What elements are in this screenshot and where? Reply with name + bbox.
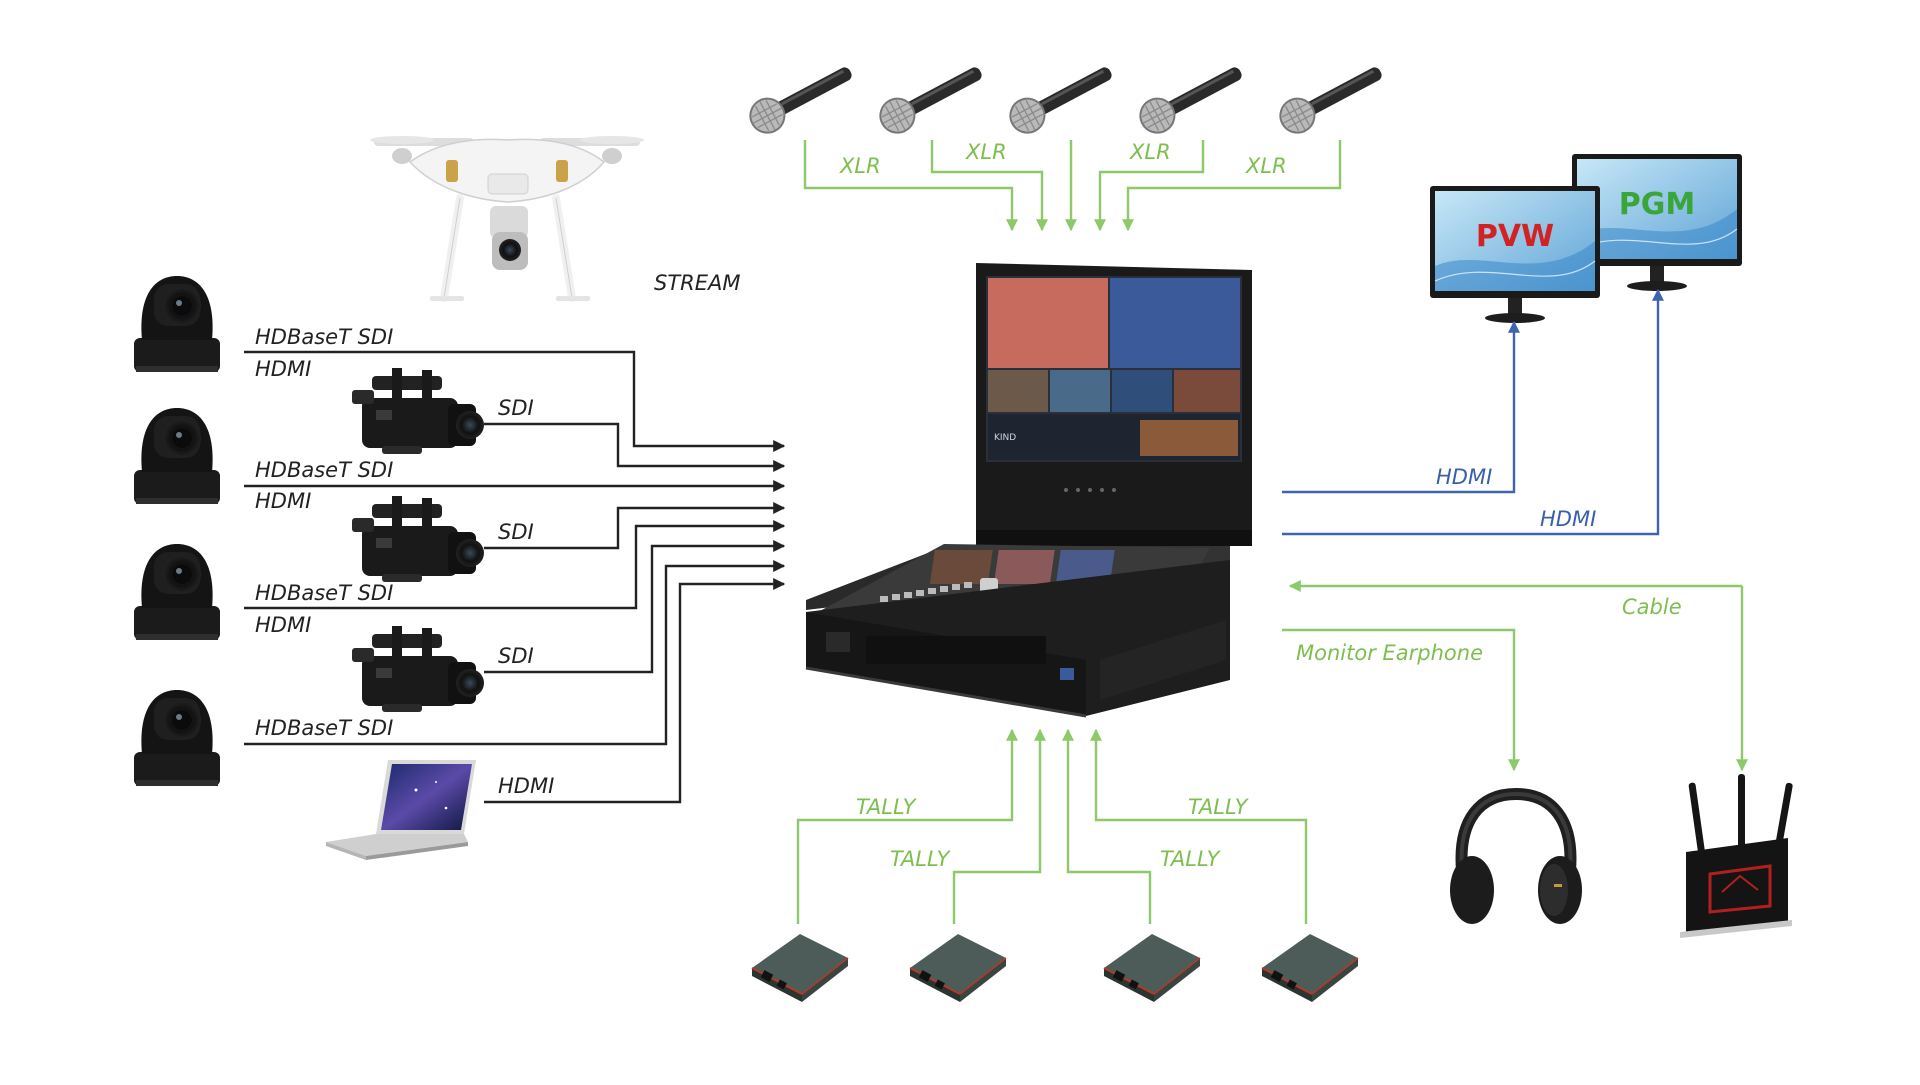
stream-label: STREAM — [654, 271, 741, 295]
hdbaset-sdi-label: HDBaseT SDI — [255, 458, 393, 482]
pvw-screen-text: PVW — [1476, 219, 1554, 254]
monitor-earphone-label: Monitor Earphone — [1296, 641, 1483, 665]
hdmi-output-label: HDMI — [1540, 507, 1596, 531]
xlr-wires — [803, 140, 1342, 232]
tally-box-icon — [909, 933, 1007, 1003]
hdbaset-sdi-label: HDBaseT SDI — [255, 716, 393, 740]
camcorder-icon — [352, 496, 484, 582]
hdmi-label: HDMI — [255, 613, 311, 637]
portable-switcher-icon: KIND — [805, 263, 1252, 718]
ptz-camera-icon — [134, 690, 220, 786]
hdmi-label: HDMI — [498, 774, 554, 798]
hdmi-label: HDMI — [255, 357, 311, 381]
hdmi-output-wires — [1282, 288, 1664, 536]
pgm-screen-text: PGM — [1619, 187, 1695, 222]
sdi-label: SDI — [498, 520, 534, 544]
tally-label: TALLY — [1160, 847, 1222, 871]
tally-wires — [796, 728, 1308, 924]
microphone-icon — [1273, 55, 1390, 140]
tally-box-icon — [751, 933, 849, 1003]
tally-label: TALLY — [1188, 795, 1250, 819]
microphone-icon — [873, 55, 990, 140]
ptz-camera-icon — [134, 544, 220, 640]
tally-box-icon — [1103, 933, 1201, 1003]
tally-label: TALLY — [856, 795, 918, 819]
cable-label: Cable — [1622, 595, 1682, 619]
video-input-wires — [244, 350, 786, 804]
microphone-icon — [743, 55, 860, 140]
monitor-icon: PGM — [1571, 153, 1743, 292]
switcher-brand: KIND — [994, 433, 1016, 443]
router-icon — [1680, 774, 1793, 938]
monitor-icon: PVW — [1429, 185, 1601, 324]
tally-box-icon — [1261, 933, 1359, 1003]
tally-label: TALLY — [890, 847, 952, 871]
headphones-icon — [1450, 787, 1582, 924]
camcorder-icon — [352, 626, 484, 712]
sdi-label: SDI — [498, 396, 534, 420]
hdmi-output-label: HDMI — [1436, 465, 1492, 489]
audio-monitor-wires — [1282, 580, 1748, 772]
ptz-camera-icon — [134, 276, 220, 372]
laptop-icon — [326, 760, 476, 860]
drone-icon — [370, 136, 644, 302]
microphone-icon — [1133, 55, 1250, 140]
hdbaset-sdi-label: HDBaseT SDI — [255, 325, 393, 349]
hdmi-label: HDMI — [255, 489, 311, 513]
xlr-label: XLR — [1245, 154, 1287, 178]
microphone-icon — [1003, 55, 1120, 140]
sdi-label: SDI — [498, 644, 534, 668]
camcorder-icon — [352, 368, 484, 454]
xlr-label: XLR — [1129, 140, 1171, 164]
xlr-label: XLR — [839, 154, 881, 178]
xlr-label: XLR — [965, 140, 1007, 164]
hdbaset-sdi-label: HDBaseT SDI — [255, 581, 393, 605]
ptz-camera-icon — [134, 408, 220, 504]
